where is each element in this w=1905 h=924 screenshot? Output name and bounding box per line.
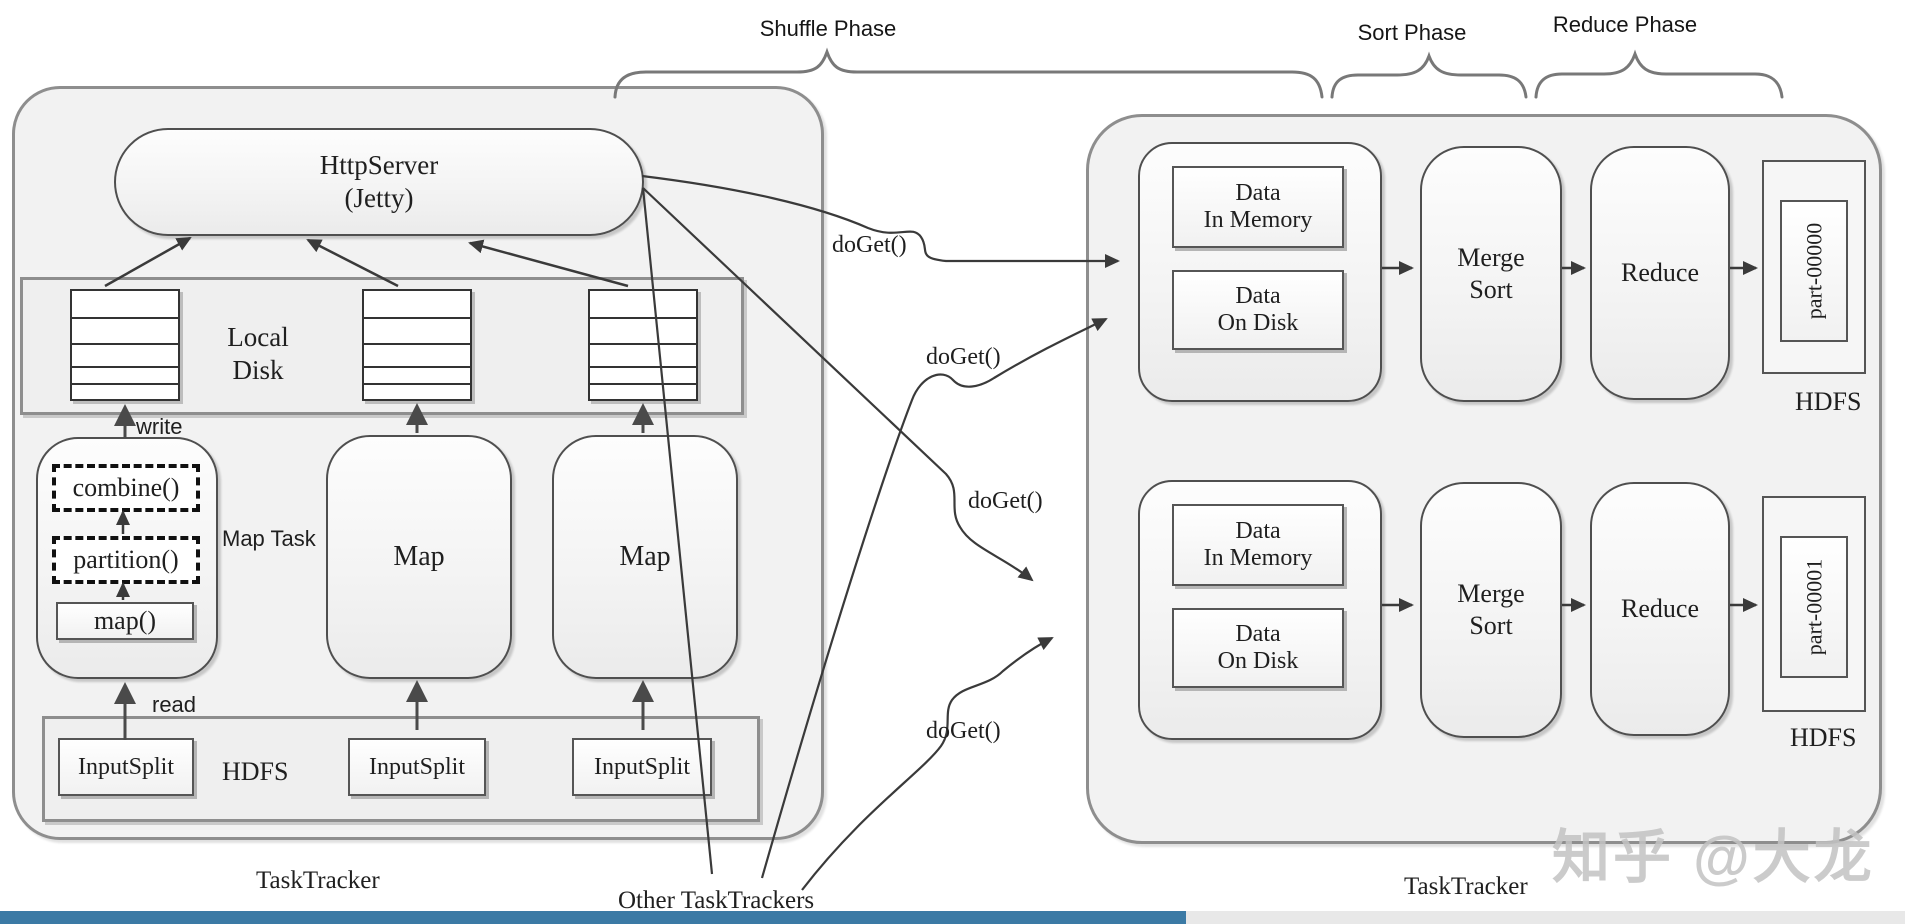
http-server-box: HttpServer (Jetty) [114,128,644,236]
partition-box: partition() [52,536,200,584]
data-in-memory-box: Data In Memory [1172,166,1344,248]
http-server-label-line2: (Jetty) [344,183,414,213]
merge-sort-box: Merge Sort [1420,146,1562,402]
bottom-blue-bar [0,911,1186,924]
reduce-box: Reduce [1590,146,1730,400]
disk-icon [70,289,180,401]
data-in-memory-line1: Data [1235,180,1281,206]
input-split-box: InputSplit [348,738,486,796]
merge-sort-box: Merge Sort [1420,482,1562,738]
watermark: 知乎 @大龙 [1552,825,1875,890]
output-file-box: part-00000 [1780,200,1848,342]
left-tasktracker-label: TaskTracker [256,867,380,894]
map-fn-label: map() [93,606,157,636]
local-disk-label-line1: Local [227,322,289,353]
write-label: write [136,414,183,439]
data-in-memory-box: Data In Memory [1172,504,1344,586]
input-split-label: InputSplit [77,753,174,780]
output-file-label: part-00001 [1801,558,1826,656]
merge-sort-line2: Sort [1469,611,1513,640]
hdfs-input-label: HDFS [222,757,289,786]
map-box: Map [326,435,512,679]
reduce-phase-brace [1534,49,1784,99]
doget-label: doGet() [968,488,1043,514]
input-split-box: InputSplit [58,738,194,796]
combine-label: combine() [72,473,180,503]
data-on-disk-box: Data On Disk [1172,608,1344,688]
input-split-box: InputSplit [572,738,712,796]
local-disk-label: Local Disk [200,316,316,392]
merge-sort-line1: Merge [1457,243,1525,273]
reduce-box: Reduce [1590,482,1730,736]
map-label: Map [619,540,671,572]
combine-box: combine() [52,464,200,512]
map-task-label: Map Task [222,526,316,551]
sort-phase-brace [1330,51,1528,99]
doget-label: doGet() [926,718,1001,744]
data-on-disk-line2: On Disk [1217,648,1299,674]
merge-sort-line2: Sort [1469,275,1513,304]
http-server-label-line1: HttpServer [319,150,439,181]
read-label: read [152,692,197,717]
reduce-label: Reduce [1621,258,1699,288]
data-on-disk-line1: Data [1235,283,1281,309]
other-tasktrackers-label: Other TaskTrackers [618,887,815,914]
merge-sort-line1: Merge [1457,579,1525,609]
reduce-phase-label: Reduce Phase [1552,12,1698,37]
data-in-memory-line2: In Memory [1203,207,1313,233]
reduce-label: Reduce [1621,594,1699,624]
data-on-disk-line2: On Disk [1217,310,1299,336]
input-split-label: InputSplit [593,753,690,780]
map-fn-box: map() [56,602,194,640]
output-file-label: part-00000 [1801,222,1826,320]
doget-label: doGet() [926,344,1001,370]
map-box: Map [552,435,738,679]
sort-phase-label: Sort Phase [1357,20,1467,45]
output-file-box: part-00001 [1780,536,1848,678]
partition-label: partition() [73,545,179,575]
data-in-memory-line1: Data [1235,518,1281,544]
data-in-memory-line2: In Memory [1203,545,1313,571]
right-tasktracker-label: TaskTracker [1404,873,1528,900]
data-on-disk-box: Data On Disk [1172,270,1344,350]
map-label: Map [393,540,445,572]
hdfs-output-label: HDFS [1790,723,1857,752]
shuffle-phase-label: Shuffle Phase [759,16,897,41]
hdfs-output-label: HDFS [1795,387,1862,416]
disk-icon [362,289,472,401]
local-disk-label-line2: Disk [232,355,284,385]
bottom-gray-bar [1186,911,1905,924]
disk-icon [588,289,698,401]
doget-label: doGet() [832,232,907,258]
data-on-disk-line1: Data [1235,621,1281,647]
input-split-label: InputSplit [368,753,465,780]
